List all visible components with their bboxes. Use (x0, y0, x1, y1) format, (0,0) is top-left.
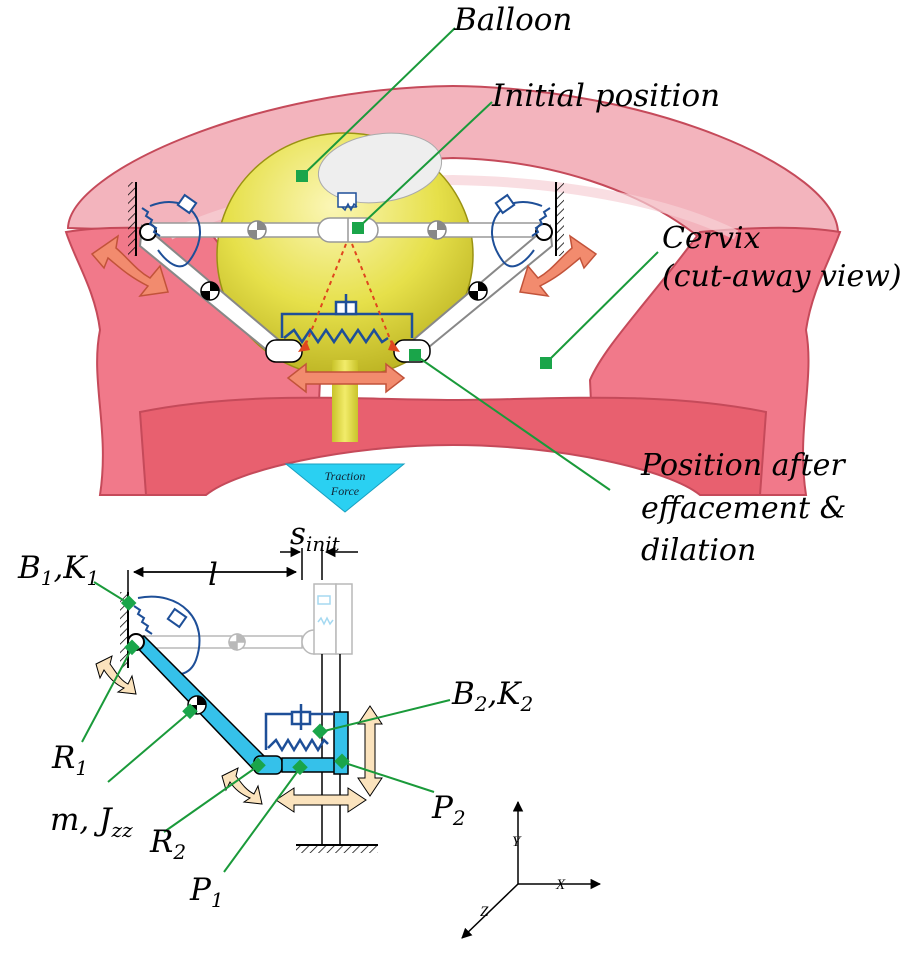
rotation-arrows-salmon (90, 234, 598, 298)
m-jzz-label: m, Jzz (50, 802, 133, 842)
balloon-label: Balloon (453, 2, 572, 38)
r1-label: R1 (51, 740, 88, 780)
cream-rotation-arrow-r1-icon (95, 655, 137, 695)
cream-vertical-arrow-icon (357, 705, 383, 797)
p1-label: P1 (189, 872, 224, 912)
cervix-inner-rim (138, 396, 768, 496)
b1k1-label: B1,K1 (17, 550, 99, 590)
top-markers (296, 170, 552, 369)
traction-label-line2: Force (330, 484, 360, 498)
s-init-label: sinit (290, 516, 341, 556)
axis-y-label: Y (512, 834, 522, 850)
wall-left (128, 182, 137, 256)
motion-dashed-lines (305, 243, 393, 345)
traction-label-line1: Traction (325, 469, 366, 483)
l-label: l (208, 557, 218, 593)
coordinate-axes (461, 800, 602, 939)
cervix-label: Cervix (662, 221, 761, 256)
axis-x-label: X (555, 877, 566, 893)
rotation-arrow-right-icon (519, 234, 598, 298)
b2k2-label: B2,K2 (451, 676, 533, 716)
r2-label: R2 (149, 824, 186, 864)
traction-force-arrow: Traction Force (284, 463, 406, 513)
p2-label: P2 (431, 790, 466, 830)
position-after-label-line1: Position after (640, 448, 846, 483)
kinematic-schematic (95, 546, 383, 853)
lower-spring-damper (280, 294, 414, 345)
cream-rotation-arrow-r2-icon (221, 767, 263, 805)
rotation-arrow-left-icon (90, 234, 169, 298)
axis-z-label: Z (480, 904, 489, 920)
top-springs (141, 193, 551, 268)
position-after-label-line2: effacement & (641, 491, 846, 526)
bottom-leaders (81, 581, 451, 873)
wall-right (555, 182, 564, 256)
linkage-arms (138, 223, 554, 363)
top-leaders (301, 27, 659, 491)
cream-horizontal-arrow-icon (275, 787, 367, 813)
position-after-label-line3: dilation (641, 533, 756, 568)
dilation-double-arrow-icon (286, 362, 406, 394)
cervix-subtitle-label: (cut-away view) (662, 259, 902, 294)
initial-position-label: Initial position (491, 78, 720, 114)
